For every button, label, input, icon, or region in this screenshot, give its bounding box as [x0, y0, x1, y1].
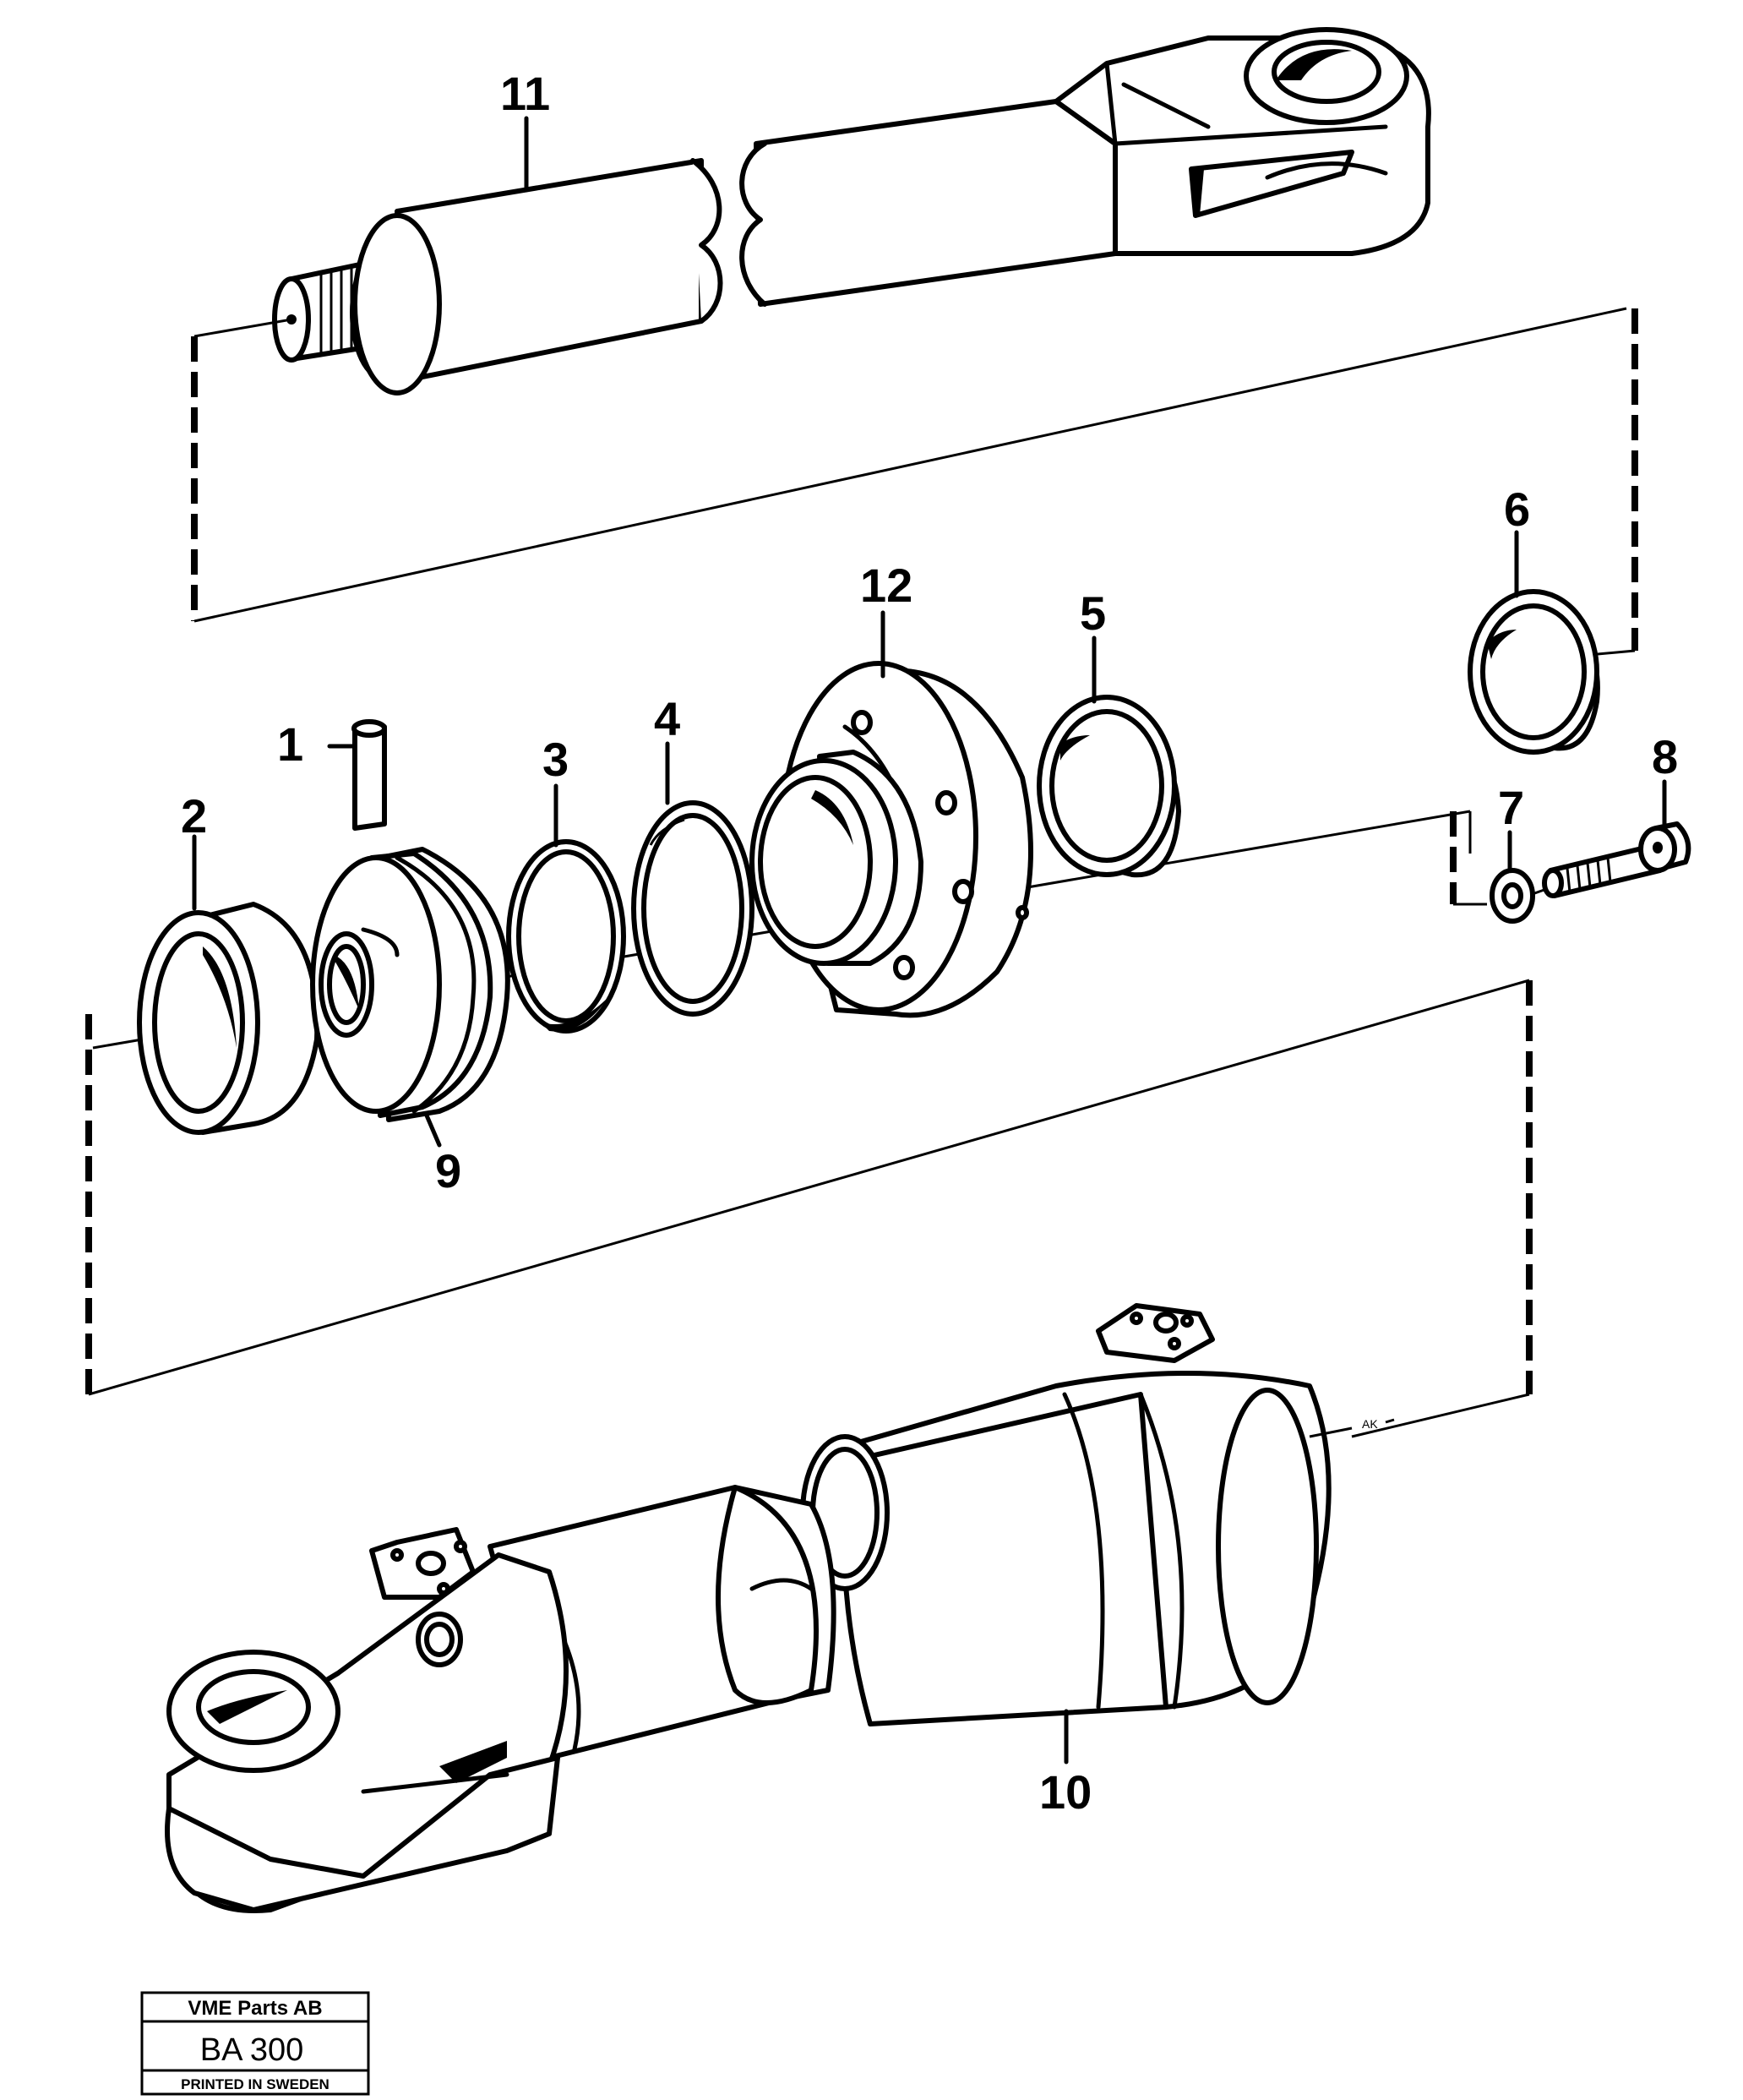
- label-12: 12: [860, 559, 912, 612]
- label-3: 3: [542, 733, 569, 786]
- title-block: VME Parts AB BA 300 PRINTED IN SWEDEN: [140, 1991, 370, 2096]
- pin-part-1: [327, 719, 387, 831]
- label-10: 10: [1039, 1765, 1092, 1819]
- label-1: 1: [277, 717, 303, 771]
- label-9: 9: [435, 1144, 461, 1197]
- label-8: 8: [1652, 730, 1678, 783]
- label-4: 4: [654, 692, 680, 745]
- piston-part-9: [310, 847, 510, 1122]
- cylinder-head-part-12: [749, 661, 1033, 1018]
- o-ring-part-3: [506, 839, 626, 1034]
- cylinder-barrel-part-10: AK: [165, 1303, 1395, 1913]
- label-5: 5: [1080, 586, 1106, 640]
- title-block-printed: PRINTED IN SWEDEN: [181, 2076, 330, 2092]
- label-6: 6: [1504, 483, 1530, 536]
- part-labels: 11 12 5 6 1 3 4 2 7 8 9 10: [181, 67, 1678, 1819]
- ring-part-5: [1037, 695, 1181, 878]
- washer-part-7: [1490, 868, 1535, 924]
- leader-lines: [192, 116, 1667, 1765]
- piston-rod-part-11: [272, 27, 1431, 395]
- title-block-code: BA 300: [200, 2032, 304, 2068]
- connector-lines-lower: [85, 979, 1533, 1438]
- ak-mark: AK: [1362, 1417, 1378, 1431]
- seal-ring-part-4: [631, 800, 754, 1017]
- wiper-part-2: [137, 902, 320, 1135]
- connector-lines-upper: [191, 307, 1638, 657]
- screw-part-8: [1542, 821, 1691, 898]
- label-2: 2: [181, 789, 207, 843]
- ring-part-6: [1468, 589, 1600, 755]
- label-11: 11: [500, 67, 550, 120]
- title-block-company: VME Parts AB: [188, 1997, 322, 2020]
- label-7: 7: [1498, 781, 1524, 834]
